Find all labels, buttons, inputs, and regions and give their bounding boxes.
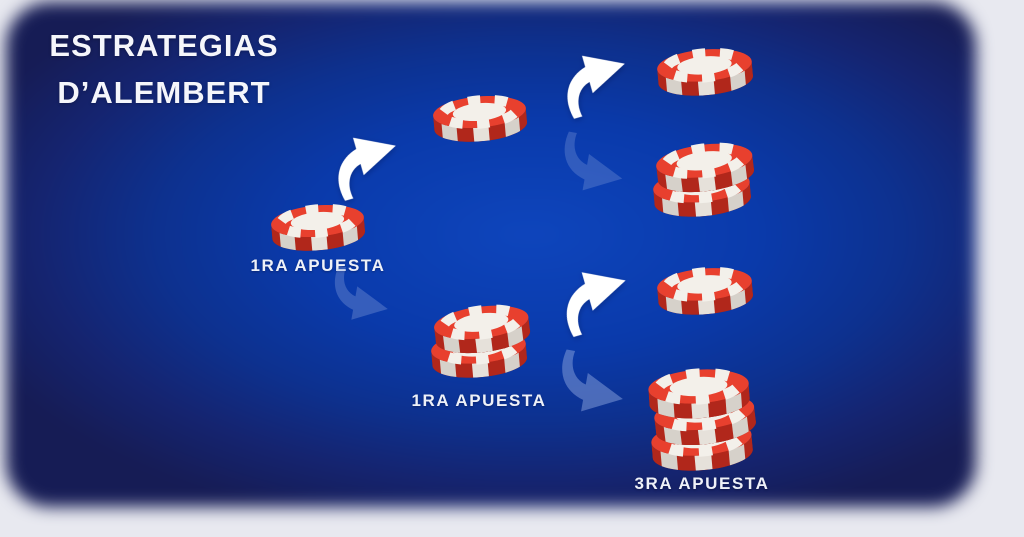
poker-chip-icon	[650, 260, 760, 320]
loss-arrow-icon	[328, 265, 394, 326]
loss-arrow-icon	[554, 349, 630, 419]
after-loss-stack-label: 1RA APUESTA	[411, 391, 547, 410]
win-loss-stack	[648, 141, 756, 218]
poker-chip-icon	[650, 41, 760, 101]
win-arrow-icon	[555, 261, 637, 338]
page-title: ESTRATEGIAS D’ALEMBERT	[18, 22, 310, 116]
win-arrow-icon	[327, 126, 407, 202]
loss-win-chip	[652, 265, 758, 316]
after-loss-stack	[426, 303, 532, 379]
title-line-2: D’ALEMBERT	[57, 75, 271, 110]
first-bet-chip-label: 1RA APUESTA	[250, 256, 386, 275]
poker-chip-icon	[264, 198, 372, 257]
blue-panel-background	[6, 2, 976, 507]
win-arrow-icon	[556, 44, 636, 120]
third-bet-stack-label: 3RA APUESTA	[634, 474, 770, 493]
third-bet-stack	[646, 366, 758, 472]
after-win-chip	[428, 93, 532, 143]
poker-chip-icon	[426, 89, 534, 148]
poker-chip-icon	[641, 362, 756, 424]
first-bet-chip	[266, 202, 370, 252]
loss-arrow-icon	[557, 131, 629, 197]
win-win-chip	[652, 46, 758, 97]
title-line-1: ESTRATEGIAS	[49, 28, 279, 63]
